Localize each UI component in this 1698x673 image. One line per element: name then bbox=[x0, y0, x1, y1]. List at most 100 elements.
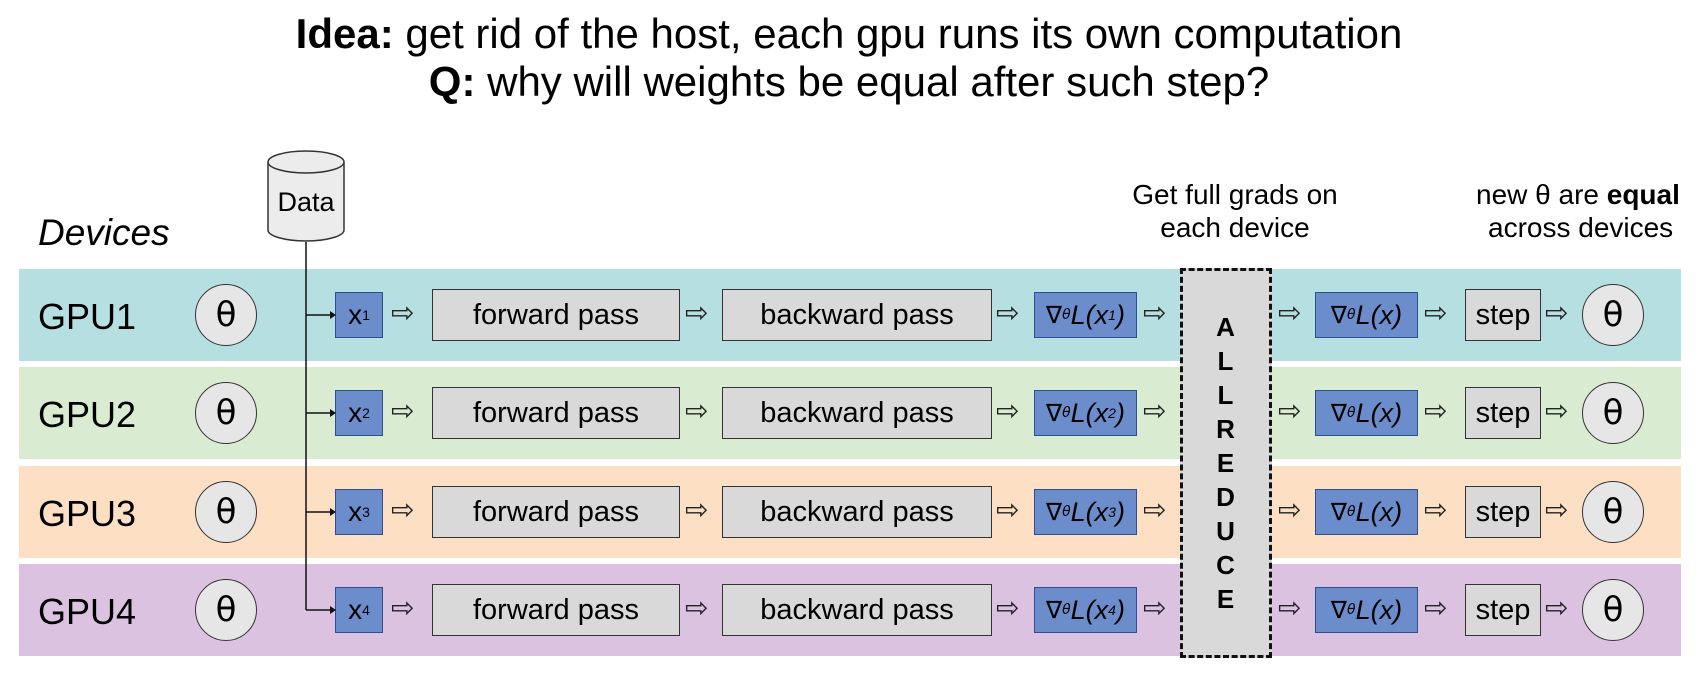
arrow-icon: ⇨ bbox=[1424, 493, 1448, 526]
nabla-symbol: ∇ bbox=[1330, 301, 1347, 329]
loss-fn-close: ) bbox=[1115, 594, 1125, 625]
arrowhead-icon bbox=[330, 508, 336, 516]
theta-param-circle: θ bbox=[195, 284, 257, 346]
arrow-icon: ⇨ bbox=[685, 493, 709, 526]
batch-index: 2 bbox=[1108, 405, 1116, 421]
theta-subscript: θ bbox=[1062, 405, 1071, 421]
devices-label: Devices bbox=[38, 212, 170, 253]
allreduce-letter: C bbox=[1216, 550, 1236, 580]
title-idea-label: Idea: bbox=[295, 10, 394, 57]
arrow-icon: ⇨ bbox=[1143, 591, 1167, 624]
arrow-icon: ⇨ bbox=[1143, 394, 1167, 427]
forward-pass-box: forward pass bbox=[432, 289, 680, 341]
nabla-symbol: ∇ bbox=[1046, 399, 1063, 427]
arrow-icon: ⇨ bbox=[1424, 394, 1448, 427]
gpu-label: GPU2 bbox=[38, 394, 137, 435]
gpu-label: GPU4 bbox=[38, 591, 137, 632]
allreduce-letter: D bbox=[1216, 482, 1236, 512]
step-box: step bbox=[1465, 289, 1541, 341]
equal-note-line1: new θ are equal bbox=[1476, 178, 1698, 211]
theta-updated-circle: θ bbox=[1582, 579, 1644, 641]
loss-fn: L(x bbox=[1070, 594, 1109, 625]
theta-subscript: θ bbox=[1346, 602, 1356, 618]
theta-updated-circle: θ bbox=[1582, 481, 1644, 543]
allreduce-letter: R bbox=[1216, 414, 1236, 444]
nabla-symbol: ∇ bbox=[1046, 498, 1063, 526]
arrow-icon: ⇨ bbox=[1545, 296, 1569, 329]
allreduce-letter: E bbox=[1216, 448, 1236, 478]
loss-fn-full: L(x) bbox=[1355, 496, 1403, 527]
arrow-icon: ⇨ bbox=[1143, 493, 1167, 526]
input-batch-var: x bbox=[348, 594, 363, 625]
input-batch-index: 4 bbox=[362, 602, 370, 618]
gpu-label: GPU3 bbox=[38, 493, 137, 534]
nabla-symbol: ∇ bbox=[1046, 301, 1063, 329]
nabla-symbol: ∇ bbox=[1330, 399, 1347, 427]
arrow-icon: ⇨ bbox=[996, 296, 1020, 329]
theta-updated-circle: θ bbox=[1582, 382, 1644, 444]
theta-updated-circle: θ bbox=[1582, 284, 1644, 346]
theta-subscript: θ bbox=[1062, 602, 1071, 618]
title-line-1: Idea: get rid of the host, each gpu runs… bbox=[0, 10, 1698, 58]
arrow-icon: ⇨ bbox=[1278, 591, 1302, 624]
batch-index: 1 bbox=[1108, 307, 1116, 323]
forward-pass-box: forward pass bbox=[432, 584, 680, 636]
input-batch-var: x bbox=[348, 496, 363, 527]
loss-fn-full: L(x) bbox=[1355, 299, 1403, 330]
arrowhead-icon bbox=[330, 606, 336, 614]
arrow-icon: ⇨ bbox=[996, 394, 1020, 427]
nabla-symbol: ∇ bbox=[1330, 596, 1347, 624]
backward-pass-box: backward pass bbox=[722, 584, 992, 636]
input-batch-index: 1 bbox=[362, 307, 370, 323]
allreduce-letter: L bbox=[1217, 346, 1235, 376]
batch-index: 3 bbox=[1108, 504, 1116, 520]
grads-note-line2: each device bbox=[1160, 212, 1310, 243]
theta-param-circle: θ bbox=[195, 481, 257, 543]
step-box: step bbox=[1465, 584, 1541, 636]
title-question-label: Q: bbox=[428, 58, 476, 105]
step-box: step bbox=[1465, 486, 1541, 538]
theta-param-circle: θ bbox=[195, 382, 257, 444]
arrow-icon: ⇨ bbox=[1424, 591, 1448, 624]
equal-note: new θ are equal across devices bbox=[1476, 178, 1698, 244]
arrow-icon: ⇨ bbox=[1545, 493, 1569, 526]
backward-pass-box: backward pass bbox=[722, 486, 992, 538]
loss-fn: L(x bbox=[1070, 397, 1109, 428]
grads-note: Get full grads on each device bbox=[1110, 178, 1360, 244]
nabla-symbol: ∇ bbox=[1330, 498, 1347, 526]
loss-fn: L(x bbox=[1070, 496, 1109, 527]
theta-subscript: θ bbox=[1062, 307, 1071, 323]
backward-pass-box: backward pass bbox=[722, 387, 992, 439]
equal-note-bold: equal bbox=[1606, 179, 1680, 210]
arrow-icon: ⇨ bbox=[996, 591, 1020, 624]
input-batch-var: x bbox=[348, 397, 363, 428]
loss-fn-full: L(x) bbox=[1355, 594, 1403, 625]
allreduce-letter: E bbox=[1216, 584, 1236, 614]
theta-subscript: θ bbox=[1062, 504, 1071, 520]
database-icon bbox=[267, 150, 345, 242]
title-line-2: Q: why will weights be equal after such … bbox=[0, 58, 1698, 106]
arrow-icon: ⇨ bbox=[1545, 394, 1569, 427]
arrow-icon: ⇨ bbox=[685, 394, 709, 427]
step-box: step bbox=[1465, 387, 1541, 439]
arrow-icon: ⇨ bbox=[685, 296, 709, 329]
allreduce-letter: A bbox=[1216, 312, 1236, 342]
arrow-icon: ⇨ bbox=[1143, 296, 1167, 329]
loss-fn-close: ) bbox=[1115, 397, 1125, 428]
batch-index: 4 bbox=[1108, 602, 1116, 618]
arrow-icon: ⇨ bbox=[1424, 296, 1448, 329]
arrowhead-icon bbox=[330, 311, 336, 319]
arrow-icon: ⇨ bbox=[391, 296, 415, 329]
arrow-icon: ⇨ bbox=[1278, 394, 1302, 427]
theta-subscript: θ bbox=[1346, 307, 1356, 323]
forward-pass-box: forward pass bbox=[432, 387, 680, 439]
